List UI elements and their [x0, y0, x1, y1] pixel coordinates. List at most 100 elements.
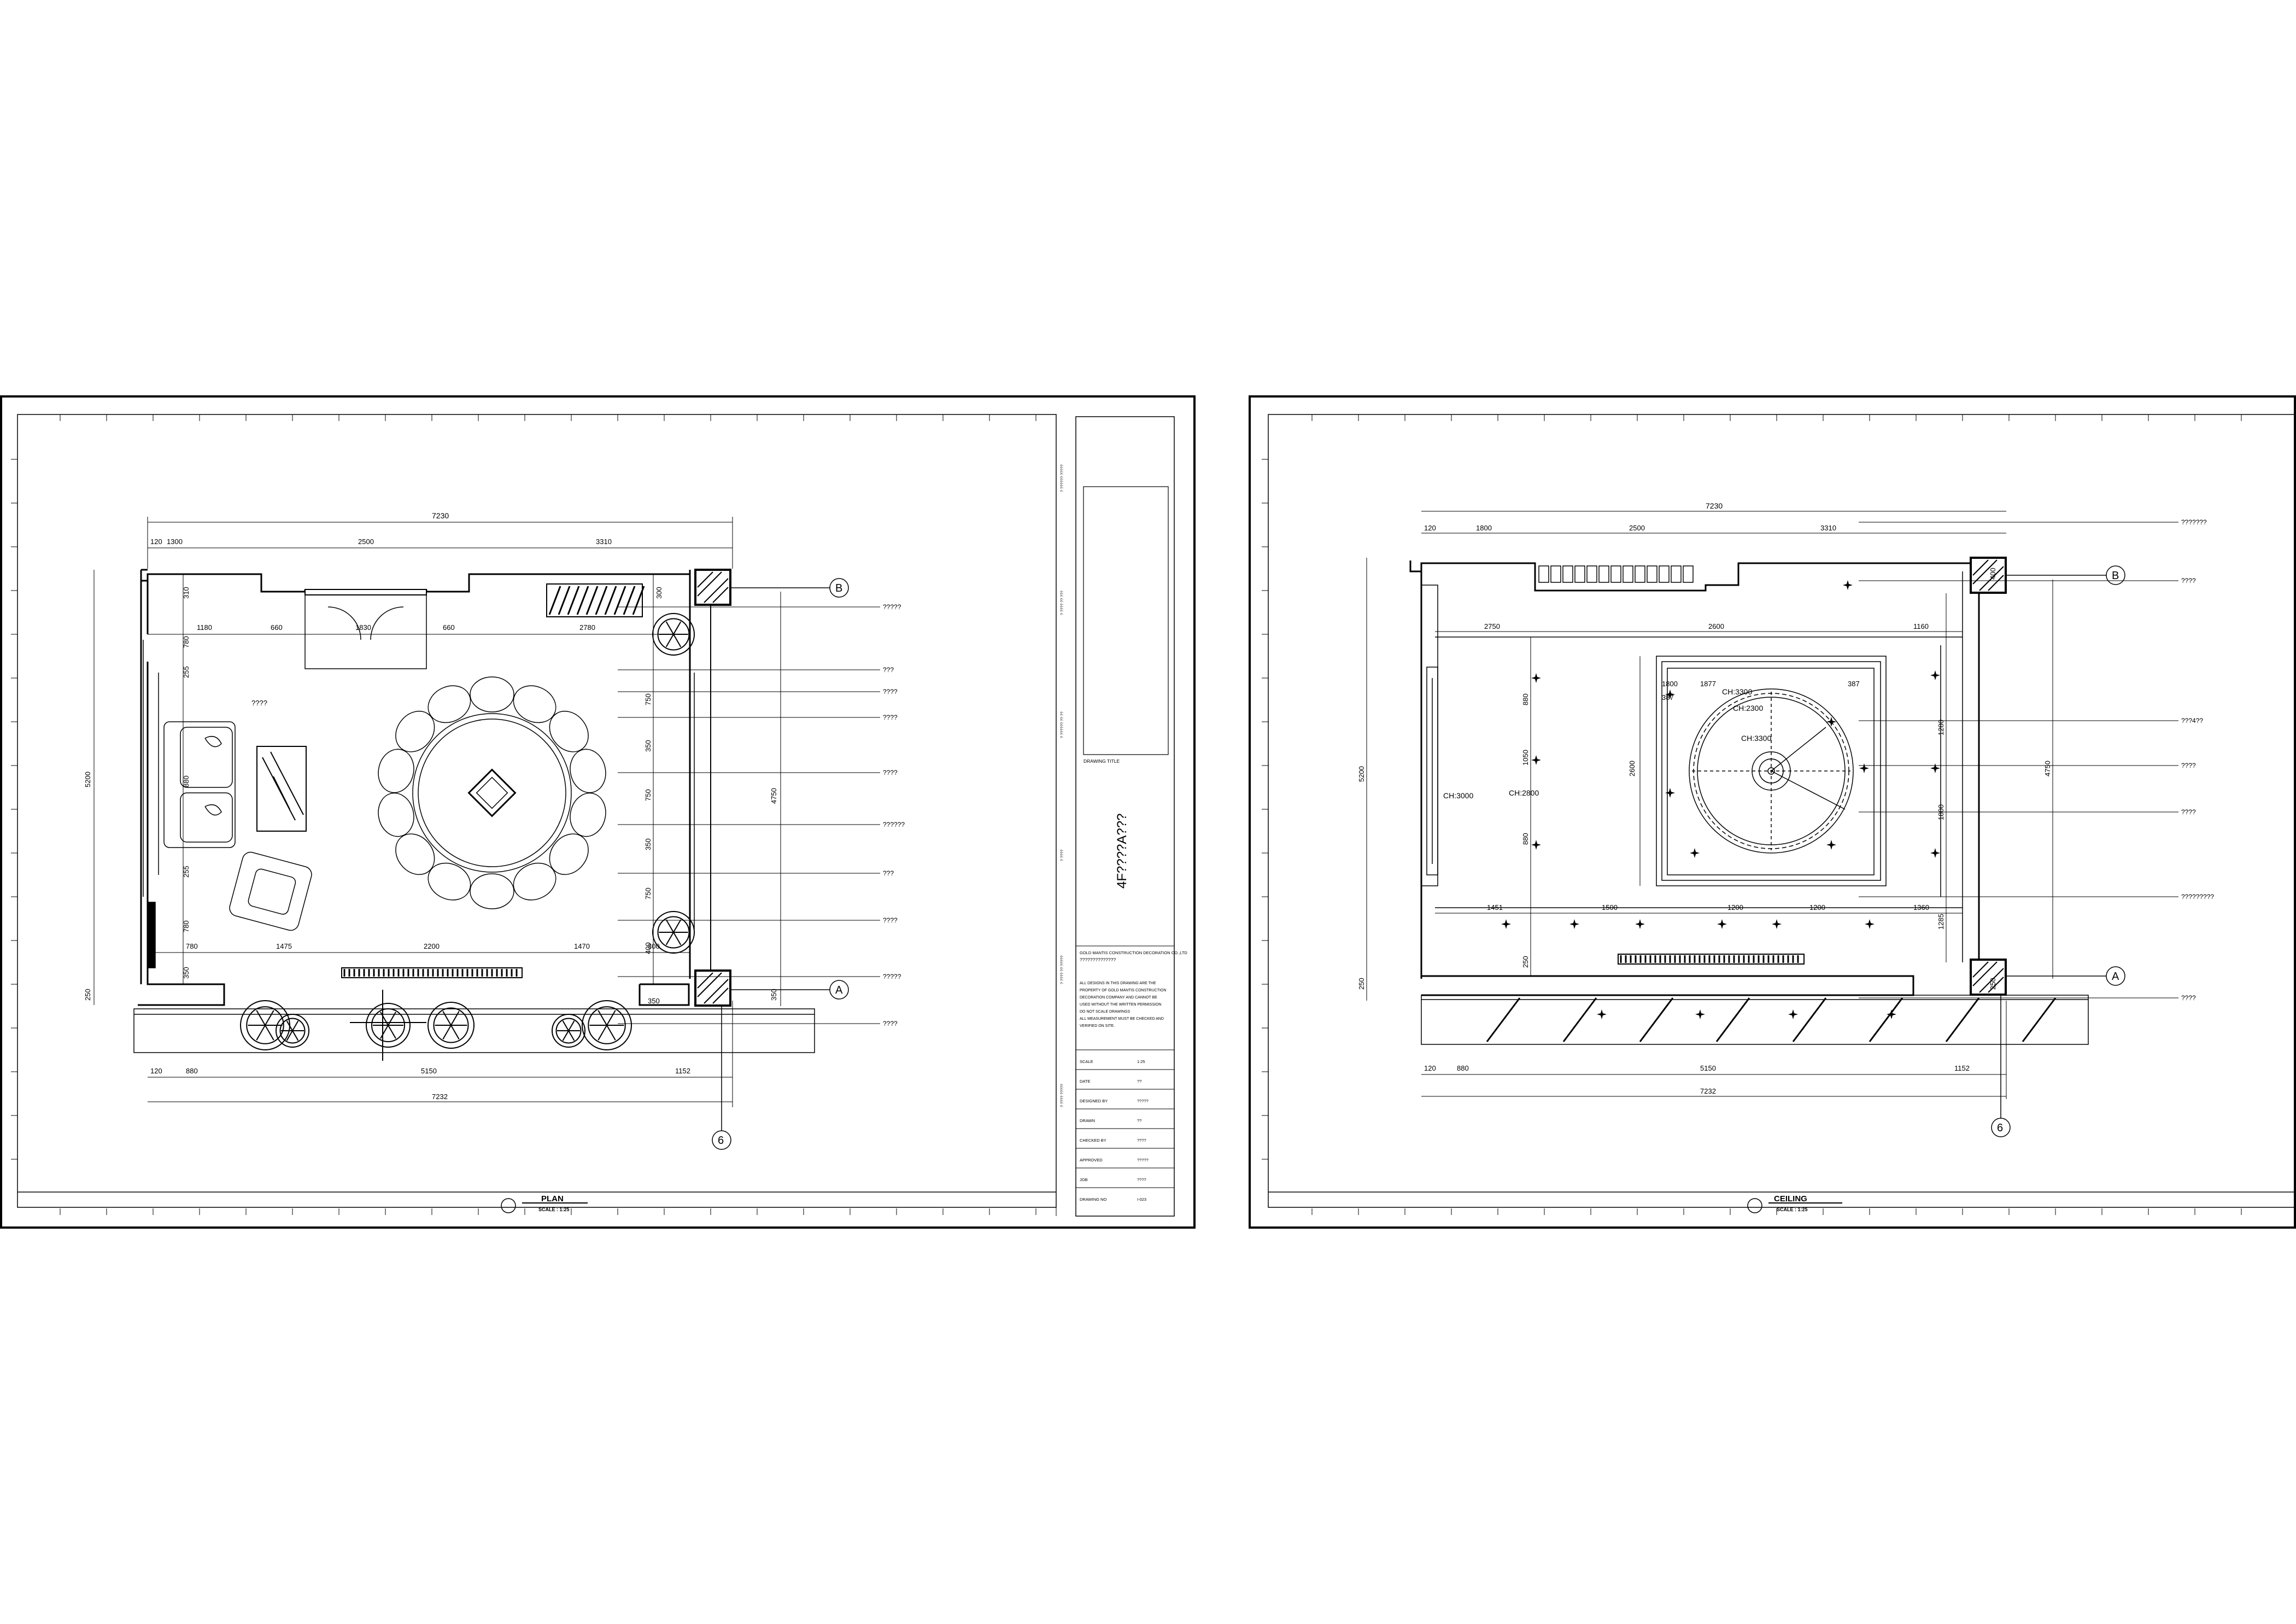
plan-balcony-rail: [133, 1008, 815, 1053]
dim-inner-segment: 1470: [574, 942, 590, 950]
ceiling-downlights: [1501, 580, 1940, 1019]
title-block-side-note: ? ???? ?????: [1061, 1084, 1064, 1107]
downlight-symbol: [1772, 919, 1782, 929]
ceiling-sheet-inner-border: [1268, 414, 2295, 1208]
ceiling-strip-light: [1574, 565, 1585, 583]
dim-left-segment: 780: [182, 920, 190, 932]
dim-right-segment: 4750: [770, 788, 778, 804]
ceiling-dim-bottom: 7232: [1700, 1087, 1716, 1095]
dim-top-segment: 2500: [358, 538, 374, 546]
title-block-note: ALL DESIGNS IN THIS DRAWING ARE THE: [1080, 982, 1156, 985]
ceiling-dim-row2: 2750: [1484, 622, 1500, 630]
ceiling-dim-left: 250: [1521, 956, 1530, 968]
dim-mid-segment: 660: [271, 623, 283, 632]
title-block-row-value: ??: [1137, 1079, 1141, 1084]
ceiling-dim-right: 4750: [2043, 761, 2052, 776]
plan-callout-label: ????: [883, 916, 898, 924]
ceiling-dim-top-segment: 3310: [1820, 524, 1836, 532]
ceiling-dim-inner: 387: [1848, 680, 1860, 688]
title-block-row-value: I-023: [1137, 1197, 1146, 1202]
ceiling-callout-label: ????: [2181, 808, 2196, 816]
dining-chair: [427, 862, 471, 901]
plan-callouts: ????????????????????????????????????????…: [618, 603, 905, 1027]
ceiling-dim-inner: 1800: [1662, 680, 1678, 688]
plan-top-window: [304, 589, 427, 595]
plan-grid-bubbles: [712, 578, 849, 1150]
downlight-symbol: [1635, 919, 1645, 929]
dining-chair: [378, 792, 414, 837]
plan-callout-label: ????: [883, 714, 898, 721]
ceiling-dim-right: 1285: [1937, 914, 1945, 930]
downlight-symbol: [1501, 919, 1511, 929]
plan-title-block: PLAN SCALE : 1:25: [501, 1194, 588, 1213]
title-block-row-value: ?????: [1137, 1099, 1149, 1103]
ceiling-inner-frame: [1435, 636, 1963, 908]
dim-mid-segment: 1830: [355, 623, 371, 632]
dim-inner-segment: 1475: [276, 942, 292, 950]
downlight-symbol: [1569, 919, 1579, 929]
plan-scale: SCALE : 1:25: [538, 1207, 570, 1212]
downlight-symbol: [1930, 848, 1940, 858]
plan-callout-label: ?????: [883, 973, 901, 980]
downlight-symbol: [1717, 919, 1727, 929]
ceiling-strip-light: [1586, 565, 1597, 583]
downlight-symbol: [1843, 580, 1853, 590]
ceiling-dim-bottom-row: 1360: [1913, 903, 1929, 912]
ceiling-callouts: ??????????????4???????????????????????: [1859, 518, 2214, 1002]
ceiling-curtain-strip: [1618, 954, 1805, 965]
title-block-side-note: ? ?????? ?????: [1061, 464, 1064, 492]
dim-right-segment: 300: [655, 587, 663, 599]
dim-top-segment: 3310: [596, 538, 612, 546]
title-block-note: DECORATION COMPANY AND CANNOT BE: [1080, 996, 1157, 1000]
dim-right-segment: 350: [644, 740, 652, 752]
company-name-cn: ??????????????: [1080, 957, 1116, 962]
title-block-note: DO NOT SCALE DRAWINGS: [1080, 1010, 1131, 1014]
ceiling-columns: [1970, 557, 2007, 996]
downlight-symbol: [1788, 1009, 1798, 1019]
title-block-row-value: ????: [1137, 1177, 1146, 1182]
plan-coffee-table: [256, 746, 307, 832]
ceiling-dim-right: 250: [1989, 978, 1997, 990]
title-block-notes: ALL DESIGNS IN THIS DRAWING ARE THE PROPE…: [1080, 982, 1166, 1028]
ceiling-strip-light: [1538, 565, 1549, 583]
ceiling-dim-inner: 2600: [1628, 761, 1636, 776]
dim-right-segment: 400: [644, 942, 652, 954]
title-block-row-label: DRAWING NO: [1080, 1197, 1106, 1202]
ceiling-dim-row2: 2600: [1708, 622, 1724, 630]
ceiling-scale: SCALE : 1:25: [1777, 1207, 1808, 1212]
ceiling-strip-light: [1550, 565, 1561, 583]
ceiling-dome: [1689, 688, 1854, 854]
plan-floor-grille: [341, 967, 523, 978]
plan-grid-a: A: [835, 984, 843, 996]
ceiling-left-panel: [1421, 585, 1438, 886]
ceiling-dim-bottom: 880: [1457, 1064, 1469, 1072]
dim-overall-top: 7230: [432, 511, 449, 520]
title-block-side-notes: ? ?????? ?????? ???? ?? ???? ?????? ?? ?…: [1061, 464, 1064, 1107]
drawing-title-label: DRAWING TITLE: [1083, 758, 1120, 764]
downlight-symbol: [1826, 840, 1836, 850]
ceiling-dim-bottom: 1152: [1954, 1064, 1970, 1072]
ceiling-strip-light: [1671, 565, 1682, 583]
ceiling-strip-light: [1647, 565, 1657, 583]
ceiling-height-label: CH:3300: [1741, 734, 1771, 743]
ceiling-dim-inner: 387: [1662, 693, 1674, 702]
downlight-symbol: [1865, 919, 1875, 929]
dining-chair: [570, 792, 606, 837]
dim-right-segment: 750: [644, 789, 652, 801]
ceiling-dim-left: 880: [1521, 693, 1530, 705]
downlight-symbol: [1531, 755, 1541, 765]
dim-left-segment: 255: [182, 866, 190, 878]
title-block-note: PROPERTY OF GOLD MANTIS CONSTRUCTION: [1080, 989, 1166, 992]
downlight-symbol: [1695, 1009, 1705, 1019]
plant-symbol: [582, 1000, 632, 1050]
dim-left-segment: 880: [182, 775, 190, 787]
ceiling-strip-light: [1635, 565, 1645, 583]
title-block-side-note: ? ????: [1061, 849, 1064, 861]
ceiling-callout-label: ????: [2181, 762, 2196, 769]
plan-sheet: DRAWING TITLE 4F????A??? GOLD MANTIS CON…: [0, 395, 1196, 1229]
ceiling-dim-top-segment: 2500: [1629, 524, 1645, 532]
ceiling-strip-light: [1562, 565, 1573, 583]
downlight-symbol: [1665, 788, 1675, 798]
